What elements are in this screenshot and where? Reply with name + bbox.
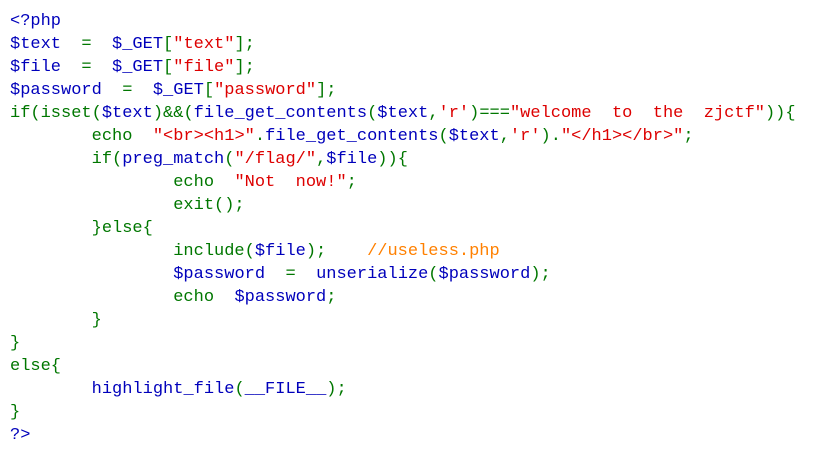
code-line: highlight_file(__FILE__); (10, 378, 830, 401)
code-token-keyword: ]; (316, 81, 337, 100)
code-token-keyword: ); (326, 380, 347, 399)
code-token-default: $password (438, 265, 531, 284)
code-token-keyword: ]; (234, 58, 255, 77)
code-token-default: $file (10, 58, 62, 77)
code-line: if(preg_match("/flag/",$file)){ (10, 148, 830, 171)
code-line: $password = $_GET["password"]; (10, 79, 830, 102)
code-token-default: $password (173, 265, 266, 284)
code-token-string: "password" (214, 81, 317, 100)
code-line: $file = $_GET["file"]; (10, 56, 830, 79)
code-token-default: unserialize (316, 265, 429, 284)
code-token-keyword: )){ (377, 150, 408, 169)
code-token-keyword: ). (540, 127, 561, 146)
code-token-string: 'r' (438, 104, 470, 123)
code-token-default: $text (101, 104, 153, 123)
code-line: ?> (10, 424, 830, 447)
code-token-keyword: )){ (764, 104, 796, 123)
code-token-keyword: , (499, 127, 510, 146)
code-token-default: $_GET (112, 35, 164, 54)
code-token-default: $text (448, 127, 500, 146)
code-token-string: "/flag/" (234, 150, 317, 169)
code-token-keyword: if( (10, 150, 123, 169)
highlighted-php-source: <?php$text = $_GET["text"];$file = $_GET… (10, 10, 830, 447)
code-token-keyword: }else{ (10, 219, 153, 238)
code-token-keyword: } (10, 311, 102, 330)
code-token-keyword: = (265, 265, 317, 284)
code-token-string: "file" (173, 58, 235, 77)
code-token-keyword: [ (163, 35, 174, 54)
code-token-string: "</h1></br>" (560, 127, 684, 146)
code-token-keyword: echo (10, 127, 153, 146)
code-line: $password = unserialize($password); (10, 263, 830, 286)
code-token-comment: //useless.php (367, 242, 500, 261)
code-token-string: "Not now!" (234, 173, 347, 192)
code-token-keyword: ( (438, 127, 449, 146)
code-line: } (10, 309, 830, 332)
code-token-default: $file (254, 242, 306, 261)
code-line: exit(); (10, 194, 830, 217)
code-line: <?php (10, 10, 830, 33)
code-line: echo "<br><h1>".file_get_contents($text,… (10, 125, 830, 148)
code-token-keyword: ; (346, 173, 357, 192)
code-token-string: 'r' (509, 127, 541, 146)
code-line: else{ (10, 355, 830, 378)
code-token-keyword: )&&( (152, 104, 194, 123)
code-token-keyword: [ (203, 81, 215, 100)
code-token-default: highlight_file (91, 380, 235, 399)
code-token-default: $text (10, 35, 62, 54)
code-line: if(isset($text)&&(file_get_contents($tex… (10, 102, 830, 125)
code-token-keyword (10, 265, 173, 284)
code-token-default: <?php (10, 12, 62, 31)
code-token-keyword: ( (234, 380, 245, 399)
code-token-keyword: ); (305, 242, 368, 261)
code-line: $text = $_GET["text"]; (10, 33, 830, 56)
code-token-keyword: = (101, 81, 153, 100)
code-token-default: file_get_contents (265, 127, 439, 146)
code-token-keyword: } (10, 403, 21, 422)
code-token-default: $text (377, 104, 429, 123)
code-token-default: $_GET (112, 58, 164, 77)
code-token-default: $password (234, 288, 327, 307)
code-token-default: preg_match (122, 150, 225, 169)
code-token-keyword: include( (10, 242, 255, 261)
code-token-default: $password (10, 81, 102, 100)
code-token-keyword: ( (367, 104, 378, 123)
code-token-string: "welcome to the zjctf" (509, 104, 765, 123)
code-token-keyword: if(isset( (10, 104, 102, 123)
code-token-default: $file (326, 150, 378, 169)
code-token-keyword: } (10, 334, 21, 353)
code-token-keyword: ); (530, 265, 551, 284)
code-token-keyword: ]; (234, 35, 255, 54)
code-token-default: file_get_contents (193, 104, 368, 123)
code-token-keyword: . (254, 127, 266, 146)
code-token-keyword: exit(); (10, 196, 245, 215)
code-token-keyword: ( (224, 150, 235, 169)
code-line: } (10, 332, 830, 355)
code-token-string: "<br><h1>" (152, 127, 255, 146)
code-token-default: ?> (10, 426, 31, 445)
code-token-keyword: )=== (469, 104, 510, 123)
code-token-keyword: ( (428, 265, 439, 284)
code-token-keyword: = (61, 58, 113, 77)
code-token-string: "text" (173, 35, 235, 54)
code-token-keyword: = (61, 35, 113, 54)
code-token-default: __FILE__ (244, 380, 327, 399)
code-token-keyword: ; (326, 288, 337, 307)
code-token-keyword: echo (10, 173, 235, 192)
code-line: echo $password; (10, 286, 830, 309)
code-line: include($file); //useless.php (10, 240, 830, 263)
code-token-keyword: , (428, 104, 439, 123)
code-line: }else{ (10, 217, 830, 240)
code-token-keyword: , (316, 150, 327, 169)
code-token-keyword: [ (163, 58, 174, 77)
code-line: echo "Not now!"; (10, 171, 830, 194)
code-token-default: $_GET (152, 81, 204, 100)
code-line: } (10, 401, 830, 424)
code-token-keyword: echo (10, 288, 235, 307)
code-token-keyword (10, 380, 92, 399)
code-token-keyword: ; (683, 127, 694, 146)
code-token-keyword: else{ (10, 357, 62, 376)
